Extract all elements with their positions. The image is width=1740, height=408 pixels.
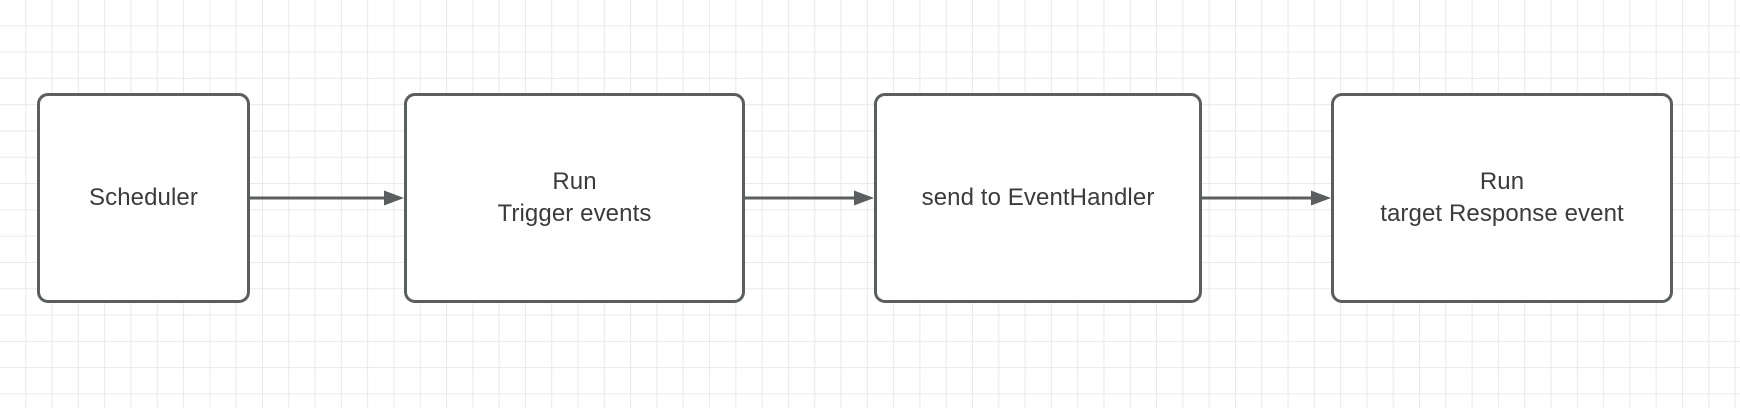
connector-arrow-scheduler-to-run-trigger-events[interactable] [250,187,404,209]
connector-arrow-send-to-eventhandler-to-run-target-response-event[interactable] [1202,187,1331,209]
flow-node-label: send to EventHandler [921,184,1155,212]
flow-node-label: Run Trigger events [497,168,652,227]
flow-node-label: Scheduler [89,184,198,212]
flow-node-scheduler[interactable]: Scheduler [37,93,250,303]
flow-node-run-target-response-event[interactable]: Run target Response event [1331,93,1673,303]
flow-node-run-trigger-events[interactable]: Run Trigger events [404,93,745,303]
flow-node-send-to-eventhandler[interactable]: send to EventHandler [874,93,1202,303]
flow-node-label: Run target Response event [1380,168,1624,227]
connector-arrow-run-trigger-events-to-send-to-eventhandler[interactable] [745,187,874,209]
